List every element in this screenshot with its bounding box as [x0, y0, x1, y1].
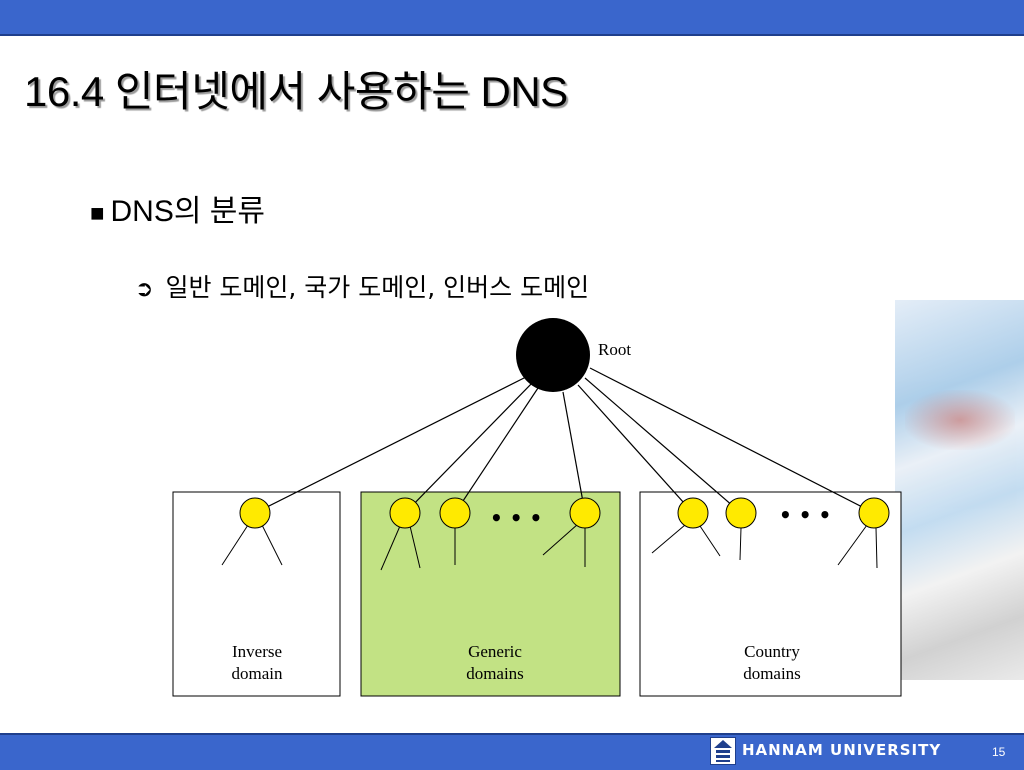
generic-node-1	[389, 497, 421, 529]
sub-bullet-text: 일반 도메인, 국가 도메인, 인버스 도메인	[165, 273, 590, 302]
bullet-dns-classification: ■DNS의 분류	[90, 186, 265, 230]
root-edges	[254, 367, 875, 514]
edge-root-generic-2	[454, 384, 541, 514]
square-bullet-icon: ■	[90, 200, 105, 227]
arrow-bullet-icon: ➲	[135, 277, 154, 302]
generic-label-line2: domains	[466, 664, 524, 683]
edge-root-generic-3	[562, 391, 586, 514]
edge-root-country-1	[577, 384, 694, 514]
edge-root-inverse	[254, 374, 531, 514]
edge-root-country-3	[589, 367, 875, 514]
root-node	[516, 318, 590, 392]
top-bar	[0, 0, 1024, 36]
bullet-text: DNS의 분류	[110, 195, 265, 228]
generic-label-line1: Generic	[468, 642, 522, 661]
page-number: 15	[992, 745, 1006, 759]
inverse-label-line2: domain	[232, 664, 283, 683]
sub-bullet-domain-types: ➲ 일반 도메인, 국가 도메인, 인버스 도메인	[135, 268, 589, 304]
child-edges	[221, 523, 878, 571]
university-logo-icon	[710, 737, 736, 765]
edge-root-country-2	[584, 377, 742, 514]
university-name: HANNAM UNIVERSITY	[742, 741, 942, 759]
country-node-3	[858, 497, 890, 529]
country-label-line1: Country	[744, 642, 800, 661]
edge-root-generic-1	[404, 379, 536, 514]
country-label-line2: domains	[743, 664, 801, 683]
background-decoration	[895, 300, 1024, 680]
domain-nodes	[239, 497, 890, 529]
country-ellipsis: • • •	[779, 503, 831, 527]
country-node-2	[725, 497, 757, 529]
bottom-bar	[0, 733, 1024, 770]
generic-node-3	[569, 497, 601, 529]
inverse-label-line1: Inverse	[232, 642, 282, 661]
slide-title: 16.4 인터넷에서 사용하는 DNS	[24, 68, 568, 115]
generic-ellipsis: • • •	[490, 506, 542, 530]
generic-node-2	[439, 497, 471, 529]
root-label: Root	[598, 340, 631, 359]
inverse-node	[239, 497, 271, 529]
country-node-1	[677, 497, 709, 529]
